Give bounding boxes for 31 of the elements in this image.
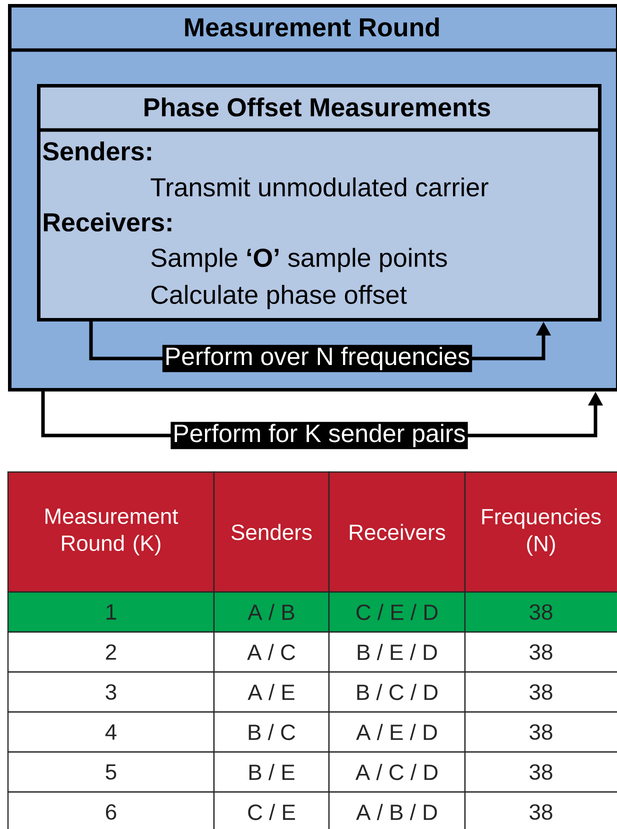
table-cell: A / B / D [328,791,466,829]
table-cell: B / E [213,751,330,793]
table-cell: 1 [7,591,215,633]
table-cell: 38 [464,591,617,633]
table-cell: 38 [464,671,617,713]
table-cell: B / C [213,711,330,753]
table-cell: C / E / D [328,591,466,633]
table-cell: A / E [213,671,330,713]
header-cell: Receivers [328,471,466,593]
table-cell: 2 [7,631,215,673]
table-cell: 38 [464,791,617,829]
table-cell: 5 [7,751,215,793]
table-cell: A / C / D [328,751,466,793]
edge-label: Perform for K sender pairs [170,422,468,450]
header-cell: Measurement Round (K) [7,471,215,593]
table-cell: 4 [7,711,215,753]
table-cell: 38 [464,711,617,753]
table-cell: 38 [464,751,617,793]
table-cell: A / C [213,631,330,673]
table-cell: A / E / D [328,711,466,753]
measurement-box: Phase Offset Measurements Senders: Transmit unmodulated carrier Receivers: Sample ‘O’ sample points Calculate phase offset [37,84,602,322]
header-cell: Senders [213,471,330,593]
table-cell: B / C / D [328,671,466,713]
table-cell: 3 [7,671,215,713]
edge-label: Perform over N frequencies [162,344,472,372]
header-cell: Frequencies (N) [464,471,617,593]
table-cell: B / E / D [328,631,466,673]
table-cell: 38 [464,631,617,673]
table-cell: C / E [213,791,330,829]
table-cell: 6 [7,791,215,829]
table-cell: A / B [213,591,330,633]
